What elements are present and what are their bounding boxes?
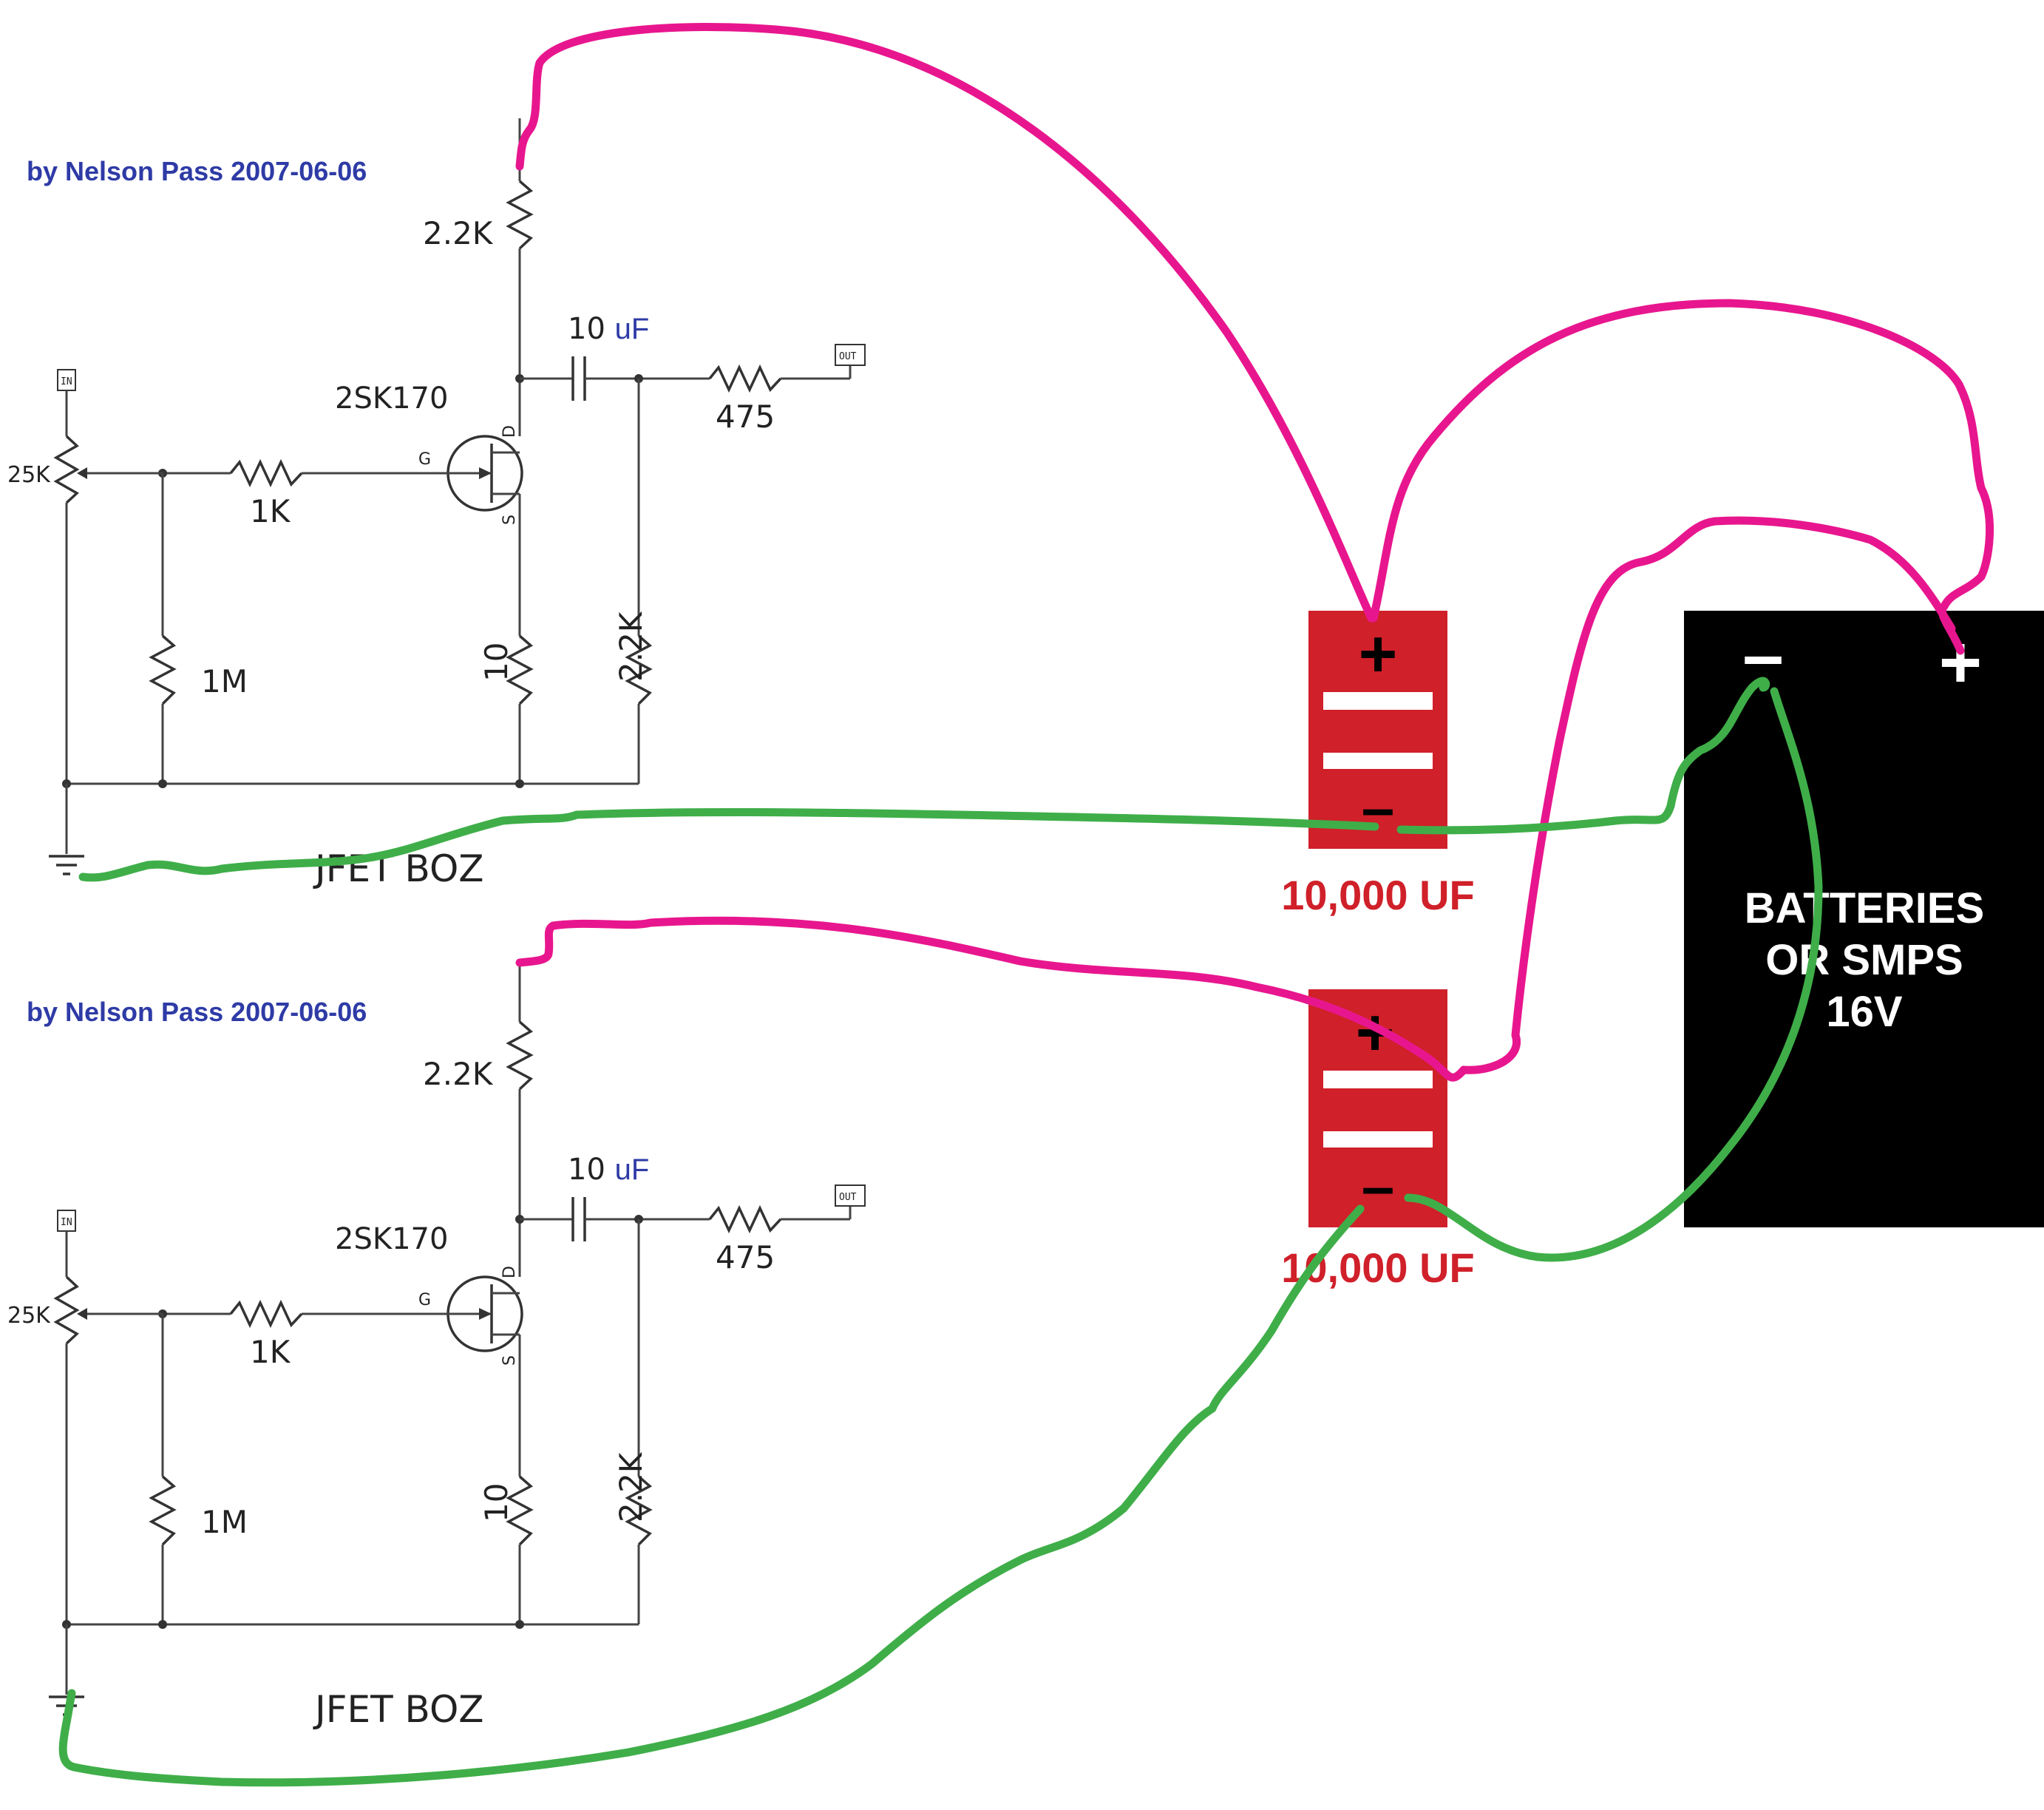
gate-resistor-label: 1K — [250, 493, 291, 529]
drain-resistor-label: 2.2K — [423, 1056, 494, 1092]
cap-stripe — [1323, 692, 1433, 710]
bias-resistor — [149, 1475, 177, 1546]
junction-dot — [158, 1620, 167, 1629]
positive-wire-amp2 — [515, 916, 1468, 1082]
gate-resistor — [229, 458, 303, 488]
positive-wire-amp1 — [515, 22, 1376, 623]
cap-value-label: 10 uF — [568, 1153, 649, 1187]
in-tag-label: IN — [61, 376, 72, 387]
cap-value-label: 10 uF — [568, 312, 649, 346]
gate-resistor — [229, 1299, 303, 1329]
jfet-gate-arrow — [479, 467, 492, 479]
load-resistor — [625, 634, 653, 705]
bias-resistor-label: 1M — [201, 663, 248, 699]
cap-stripe — [1323, 753, 1433, 769]
source-resistor-label: 10 — [478, 643, 515, 682]
negative-wire-cap1-to-battery — [1396, 677, 1770, 835]
credit-text: by Nelson Pass 2007-06-06 — [27, 156, 367, 186]
drain-resistor — [506, 1020, 534, 1091]
schematic-1: by Nelson Pass 2007-06-06 2.2K 10 uF 475… — [7, 118, 866, 890]
junction-dot — [515, 779, 524, 788]
volume-pot — [53, 435, 80, 504]
negative-wire-cap2-to-amp2 — [58, 1204, 1365, 1787]
positive-wire-cap2-to-battery — [1459, 516, 1956, 1074]
source-resistor — [506, 634, 534, 705]
reservoir-capacitor-1: + – 10,000 UF — [1281, 611, 1475, 918]
load-resistor-label: 2.2K — [613, 611, 649, 682]
source-resistor-label: 10 — [478, 1483, 515, 1522]
positive-wire-cap1-to-battery — [1369, 299, 1994, 655]
output-resistor-label: 475 — [716, 399, 775, 435]
drain-resistor — [506, 180, 534, 250]
load-resistor — [625, 1475, 653, 1546]
output-resistor — [708, 364, 782, 393]
negative-wire-battery-to-cap2 — [1404, 687, 1823, 1262]
pot-label: 25K — [7, 462, 51, 488]
out-tag-label: OUT — [839, 1192, 857, 1203]
capacitor-label: 10,000 UF — [1281, 872, 1475, 918]
cap-stripe — [1323, 1131, 1433, 1148]
battery-label-line1: BATTERIES — [1745, 884, 1984, 932]
battery-pack: – + BATTERIES OR SMPS 16V — [1684, 611, 2044, 1227]
junction-dot — [515, 1620, 524, 1629]
cap-minus-terminal: – — [1362, 775, 1395, 841]
volume-pot — [53, 1275, 80, 1345]
jfet-gate-arrow — [479, 1308, 492, 1320]
source-resistor — [506, 1475, 534, 1546]
in-tag-label: IN — [61, 1217, 72, 1228]
battery-label-line3: 16V — [1826, 988, 1903, 1036]
pot-wiper-arrow — [77, 467, 87, 479]
load-resistor-label: 2.2K — [613, 1451, 649, 1522]
source-pin-label: S — [500, 1355, 519, 1366]
reservoir-capacitor-2: + – 10,000 UF — [1281, 989, 1475, 1291]
battery-label-line2: OR SMPS — [1765, 936, 1963, 984]
out-tag-label: OUT — [839, 351, 857, 362]
junction-dot — [158, 779, 167, 788]
pot-label: 25K — [7, 1303, 51, 1329]
drain-resistor-label: 2.2K — [423, 215, 494, 251]
in-tag — [57, 1210, 76, 1232]
transistor-label: 2SK170 — [335, 382, 448, 416]
capacitor-body — [1308, 611, 1447, 849]
drain-pin-label: D — [500, 1266, 519, 1278]
gate-pin-label: G — [418, 450, 431, 469]
gate-resistor-label: 1K — [250, 1334, 291, 1370]
source-pin-label: S — [500, 515, 519, 525]
output-resistor — [708, 1204, 782, 1234]
cap-stripe — [1323, 1071, 1433, 1088]
out-tag — [835, 1184, 866, 1207]
schematic-title: JFET BOZ — [313, 1688, 484, 1731]
bias-resistor — [149, 634, 177, 705]
transistor-label: 2SK170 — [335, 1222, 448, 1256]
cap-minus-terminal: – — [1362, 1153, 1395, 1219]
bias-resistor-label: 1M — [201, 1504, 248, 1540]
drain-pin-label: D — [500, 425, 519, 438]
battery-plus-terminal: + — [1939, 621, 1982, 704]
negative-wire-amp1-to-cap1 — [78, 807, 1379, 882]
out-tag — [835, 344, 866, 366]
cap-plus-terminal: + — [1359, 617, 1398, 691]
output-resistor-label: 475 — [716, 1239, 775, 1275]
schematic-2: by Nelson Pass 2007-06-06 2.2K 10 uF 475… — [7, 959, 866, 1731]
gate-pin-label: G — [418, 1291, 431, 1309]
pot-wiper-arrow — [77, 1308, 87, 1320]
credit-text: by Nelson Pass 2007-06-06 — [27, 997, 367, 1027]
